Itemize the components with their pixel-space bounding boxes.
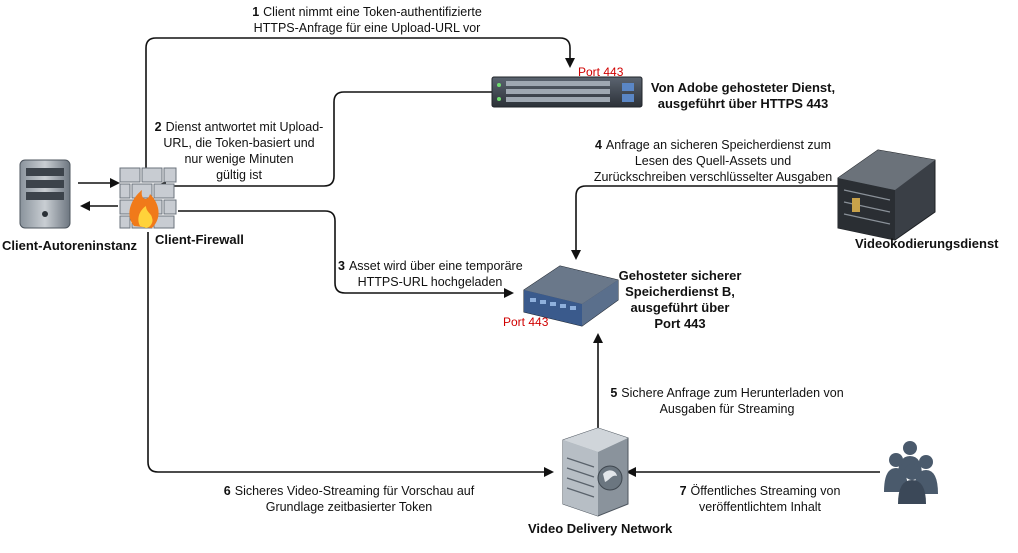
storage-label-line: Port 443 [654, 316, 706, 331]
step-text: Öffentliches Streaming von [690, 484, 841, 498]
storage-label: Gehosteter sicherer Speicherdienst B, au… [610, 268, 750, 332]
storage-port-label: Port 443 [503, 315, 549, 329]
step-number: 4 [594, 138, 602, 152]
adobe-service-label: Von Adobe gehosteter Dienst, ausgeführt … [648, 80, 838, 112]
step-text: Client nimmt eine Token-authentifizierte [263, 5, 482, 19]
step-text: Dienst antwortet mit Upload- [165, 120, 324, 134]
step-text: Ausgaben für Streaming [659, 402, 795, 416]
users-group-icon [884, 441, 938, 504]
step-text: veröffentlichtem Inhalt [698, 500, 822, 514]
step-text: Zurückschreiben verschlüsselter Ausgaben [593, 170, 833, 184]
encoder-server-icon [837, 149, 936, 241]
step-text: Lesen des Quell-Assets und [634, 154, 792, 168]
step-number: 3 [338, 259, 345, 273]
adobe-service-label-line: ausgeführt über HTTPS 443 [657, 96, 829, 111]
step-text: Sichere Anfrage zum Herunterladen von [621, 386, 844, 400]
adobe-port-label: Port 443 [578, 65, 624, 79]
step-number: 7 [679, 484, 687, 498]
encoder-label: Videokodierungsdienst [855, 236, 999, 251]
arrow-step-3 [178, 210, 514, 298]
step-text: nur wenige Minuten [184, 152, 294, 166]
step-text: Asset wird über eine temporäre [348, 259, 523, 273]
step-text: Sicheres Video-Streaming für Vorschau au… [234, 484, 475, 498]
vdn-server-icon [562, 427, 629, 517]
firewall-icon [119, 167, 177, 229]
step-text: HTTPS-URL hochgeladen [357, 275, 503, 289]
storage-label-line: ausgeführt über [630, 300, 730, 315]
step-text: gültig ist [216, 168, 262, 182]
arrow-step-1 [145, 37, 575, 170]
adobe-service-switch-icon [491, 76, 643, 108]
client-label: Client-Autoreninstanz [2, 238, 138, 253]
firewall-label: Client-Firewall [155, 232, 244, 247]
step-number: 6 [223, 484, 231, 498]
adobe-service-label-line: Von Adobe gehosteter Dienst, [650, 80, 836, 95]
step-text: Anfrage an sicheren Speicherdienst zum [605, 138, 832, 152]
storage-switch-icon [523, 265, 619, 327]
step-number: 5 [610, 386, 618, 400]
storage-label-line: Gehosteter sicherer [618, 268, 742, 283]
step-number: 2 [154, 120, 162, 134]
step-number: 1 [252, 5, 260, 19]
step-text: Grundlage zeitbasierter Token [265, 500, 433, 514]
client-server-icon [19, 159, 71, 229]
arrow-step-4 [571, 185, 838, 260]
step-text: HTTPS-Anfrage für eine Upload-URL vor [253, 21, 481, 35]
storage-label-line: Speicherdienst B, [625, 284, 735, 299]
arrow-step-6 [147, 232, 554, 477]
arrow-step-2 [156, 91, 493, 191]
step-text: URL, die Token-basiert und [163, 136, 315, 150]
vdn-label: Video Delivery Network [528, 521, 673, 536]
